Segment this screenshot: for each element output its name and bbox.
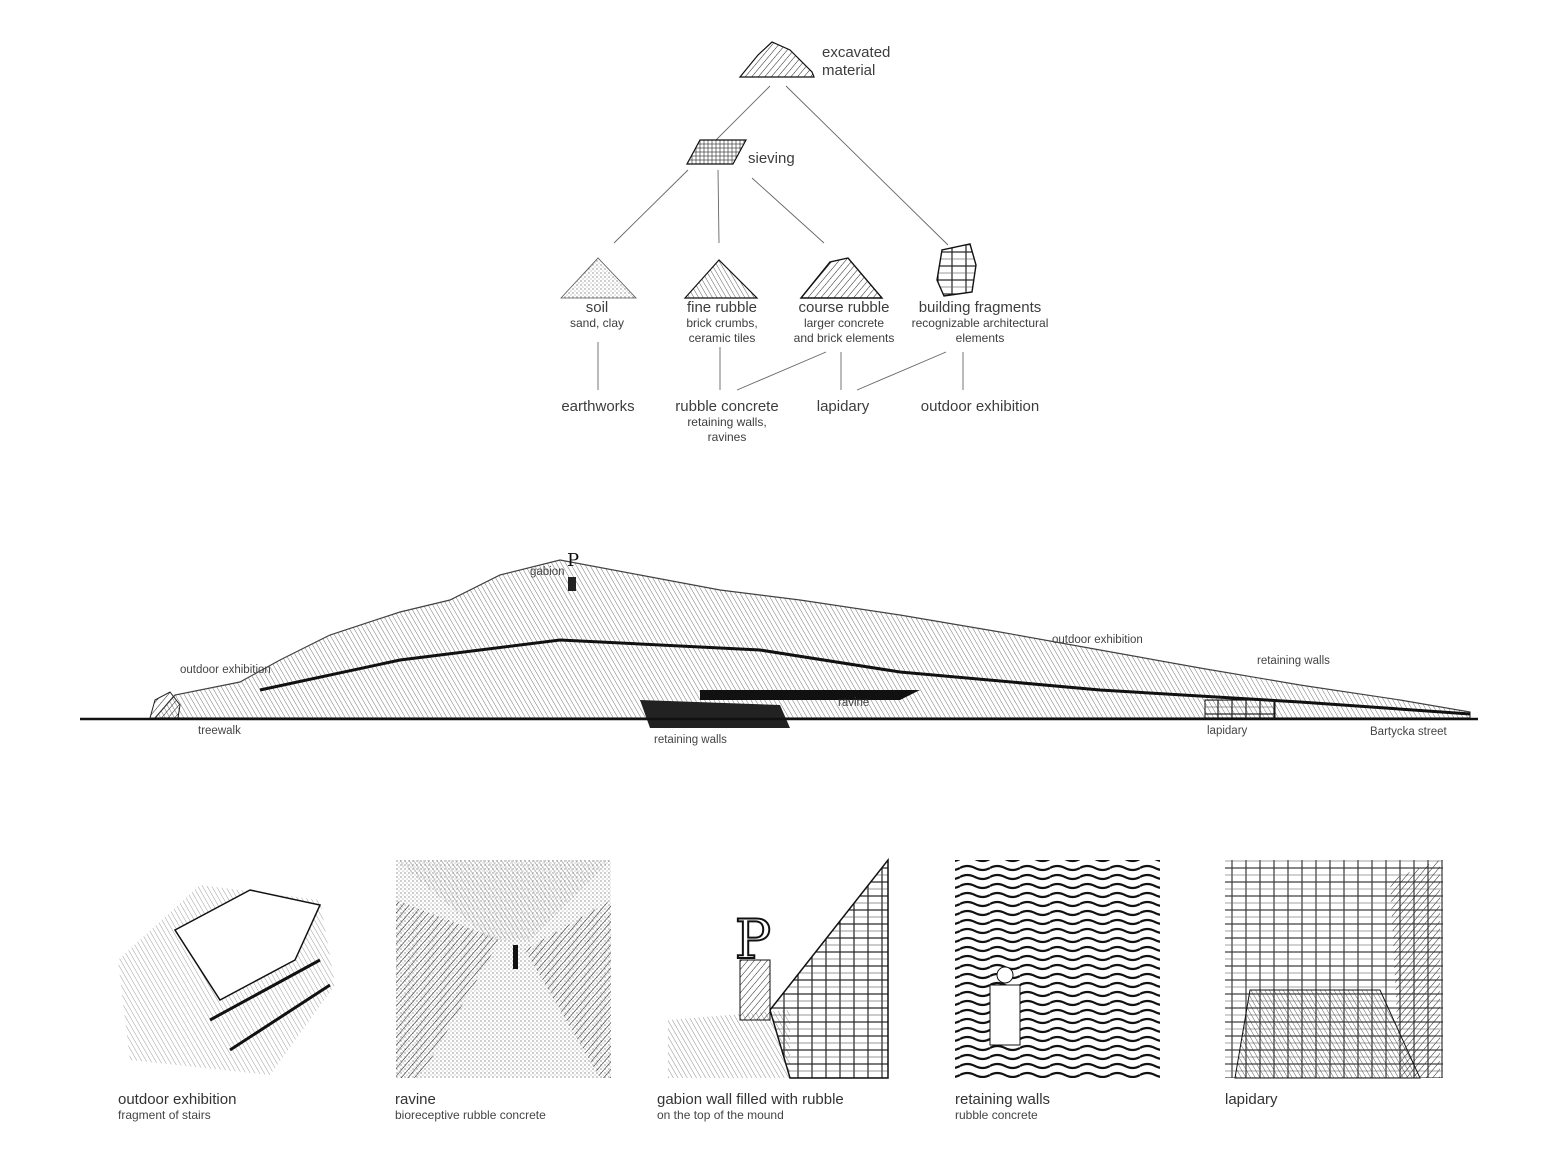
- section-label-retaining-walls: retaining walls: [1257, 655, 1330, 667]
- section-label-lapidary: lapidary: [1207, 725, 1248, 737]
- svg-text:P: P: [735, 908, 771, 971]
- use-lapidary: lapidary: [817, 398, 870, 415]
- caption-subtitle: rubble concrete: [955, 1108, 1038, 1122]
- section-label-treewalk: treewalk: [198, 725, 241, 737]
- material-title: fine rubble: [686, 299, 758, 316]
- use-desc: retaining walls, ravines: [687, 415, 767, 444]
- section-label-ravine: ravine: [838, 697, 870, 709]
- section-label-outdoor-exhibition: outdoor exhibition: [180, 664, 271, 676]
- material-title: soil: [585, 299, 609, 316]
- use-title: earthworks: [561, 398, 635, 415]
- material-title: building fragments: [918, 299, 1042, 316]
- material-desc: larger concrete and brick elements: [793, 316, 895, 345]
- section-label-street: Bartycka street: [1370, 726, 1447, 738]
- drawing-caption: ravine bioreceptive rubble concrete: [395, 1091, 546, 1122]
- material-building-fragments: building fragments recognizable architec…: [912, 299, 1049, 346]
- drawing-gabion-wall: P: [668, 857, 889, 1079]
- anchor-monument-icon: [568, 577, 576, 591]
- caption-title: retaining walls: [955, 1091, 1051, 1108]
- mound-section: P: [80, 550, 1478, 728]
- tree-connectors: [597, 85, 964, 391]
- use-earthworks: earthworks: [561, 398, 634, 415]
- material-desc: recognizable architectural elements: [911, 316, 1049, 345]
- drawing-retaining-walls: [955, 860, 1160, 1078]
- use-title: lapidary: [816, 398, 870, 415]
- drawing-outdoor-exhibition: [118, 885, 335, 1075]
- sieve-grid-icon: [685, 139, 748, 165]
- caption-title: ravine: [395, 1091, 436, 1108]
- building-fragment-icon: [936, 243, 977, 297]
- caption-title: lapidary: [1225, 1091, 1278, 1108]
- drawing-lapidary: [1225, 860, 1443, 1079]
- material-title: course rubble: [798, 299, 890, 316]
- drawing-caption: gabion wall filled with rubble on the to…: [657, 1091, 844, 1122]
- caption-title: outdoor exhibition: [118, 1091, 237, 1108]
- soil-pile-icon: [560, 257, 637, 299]
- rubble-heap-icon: [738, 41, 815, 78]
- section-label-retaining-walls: retaining walls: [654, 734, 727, 746]
- caption-subtitle: bioreceptive rubble concrete: [395, 1108, 546, 1122]
- caption-subtitle: fragment of stairs: [118, 1108, 211, 1122]
- section-label-outdoor-exhibition: outdoor exhibition: [1052, 634, 1143, 646]
- material-soil: soil sand, clay: [570, 299, 624, 331]
- section-label-gabion: gabion: [530, 566, 565, 578]
- fine-rubble-pile-icon: [683, 259, 759, 299]
- material-fine-rubble: fine rubble brick crumbs, ceramic tiles: [686, 299, 757, 346]
- excavated-material-label: excavated material: [822, 44, 891, 79]
- use-rubble-concrete: rubble concrete retaining walls, ravines: [675, 398, 778, 445]
- use-outdoor-exhibition: outdoor exhibition: [921, 398, 1039, 415]
- use-title: outdoor exhibition: [920, 398, 1040, 415]
- drawing-caption: retaining walls rubble concrete: [955, 1091, 1050, 1122]
- drawing-ravine: [396, 860, 611, 1078]
- course-rubble-pile-icon: [799, 257, 884, 299]
- drawing-caption: lapidary: [1225, 1091, 1278, 1108]
- material-course-rubble: course rubble larger concrete and brick …: [794, 299, 895, 346]
- material-desc: sand, clay: [569, 316, 625, 330]
- material-desc: brick crumbs, ceramic tiles: [686, 316, 758, 345]
- svg-text:P: P: [567, 550, 579, 571]
- drawing-caption: outdoor exhibition fragment of stairs: [118, 1091, 236, 1122]
- caption-subtitle: on the top of the mound: [657, 1108, 784, 1122]
- caption-title: gabion wall filled with rubble: [657, 1091, 844, 1108]
- sieving-label: sieving: [748, 150, 795, 167]
- use-title: rubble concrete: [675, 398, 779, 415]
